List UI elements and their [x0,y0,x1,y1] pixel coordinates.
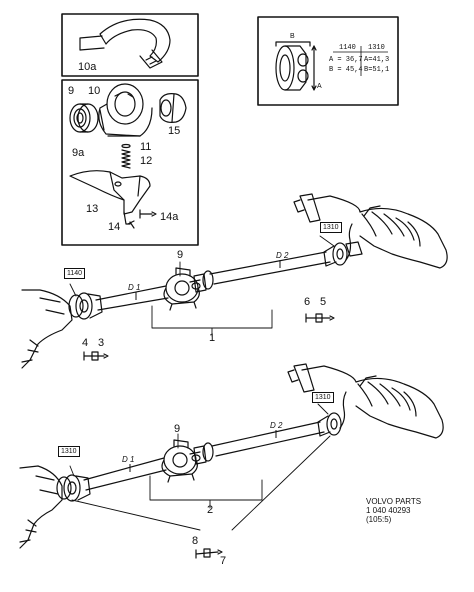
shaft-tube-right-bottom [211,421,325,457]
callout-10: 10 [88,85,101,97]
dimension-a-label: A [317,83,322,90]
footer-page: (105:5) [366,515,392,524]
inset-box-10a [61,13,199,77]
tag-1310-top: 1310 [320,222,342,233]
bolt-nut-7-8 [195,548,223,559]
rear-axle-bottom [287,363,444,439]
rear-flange-bottom [317,412,342,437]
dust-cover-15 [159,93,187,123]
bolt-nut-5-6 [305,313,335,323]
callout-9a: 9a [72,147,85,159]
bolt-14 [127,220,135,229]
shaft-tube-left-top [95,285,169,311]
table-row-b-1310: B=51,1 [364,66,390,74]
tag-1310-bottom-left: 1310 [58,446,80,457]
footer-ref: 1 040 40293 [366,506,411,515]
dimension-b-label: B [290,33,295,40]
callout-6: 6 [304,296,311,308]
gearbox-top [21,289,73,369]
bracket-13 [69,170,151,225]
flange-yoke-dimension [275,41,317,91]
shaft-label-d2-top: D 2 [276,251,289,260]
front-joint-top [68,292,103,320]
rear-flange-top [323,242,348,267]
gearbox-bottom [19,465,63,549]
callout-14a: 14a [160,211,179,223]
tag-1140-top: 1140 [64,268,86,279]
callout-9-top: 9 [177,249,184,261]
shaft-label-d1-bottom: D 1 [122,455,135,464]
footer-brand: VOLVO PARTS [366,497,422,506]
shaft-markers [129,260,281,472]
callout-8: 8 [192,535,199,547]
table-col-1140: 1140 [339,44,356,52]
table-col-1310: 1310 [368,44,385,52]
center-joint-bottom [189,442,214,465]
shaft-tube-left-bottom [83,457,167,491]
spring-12 [121,143,131,169]
bearing-9 [69,103,99,133]
inset-box-dimensions [257,16,399,106]
volvo-parts-footer: VOLVO PARTS 1 040 40293 (105:5) [366,497,421,524]
callout-11: 11 [140,141,152,153]
bolt-nut-3-4 [83,351,109,361]
callout-9: 9 [68,85,75,97]
dimension-table-grid [333,46,388,76]
callout-4: 4 [82,337,89,349]
leader-lines-bottom [69,403,331,531]
callout-3: 3 [98,337,105,349]
callout-12: 12 [140,155,153,167]
rubber-cushion-10 [98,83,153,137]
rear-axle-top [293,193,448,269]
shaft-label-d1-top: D 1 [128,283,141,292]
callout-7: 7 [220,555,227,567]
tag-1310-bottom-right: 1310 [312,392,334,403]
center-joint-top [189,270,214,293]
table-row-a-1310: A=41,3 [364,56,390,64]
shaft-label-d2-bottom: D 2 [270,421,283,430]
bolt-14a [139,209,157,219]
center-bearing-bottom [161,439,198,483]
shaft-tube-right-top [209,251,331,285]
table-row-a-1140: A = 36,7 [329,56,363,64]
center-bearing-top [163,267,200,311]
front-joint-bottom [56,474,91,502]
callout-14: 14 [108,221,121,233]
callout-1: 1 [209,332,216,344]
inset-box-bearing [61,79,199,246]
callout-5: 5 [320,296,327,308]
callout-15: 15 [168,125,181,137]
callout-13: 13 [86,203,99,215]
callout-2: 2 [207,504,214,516]
callout-10a: 10a [78,61,97,73]
leader-lines-top [69,235,335,337]
callout-9-bottom: 9 [174,423,181,435]
support-strap-10a [79,18,171,69]
table-row-b-1140: B = 45,4 [329,66,363,74]
